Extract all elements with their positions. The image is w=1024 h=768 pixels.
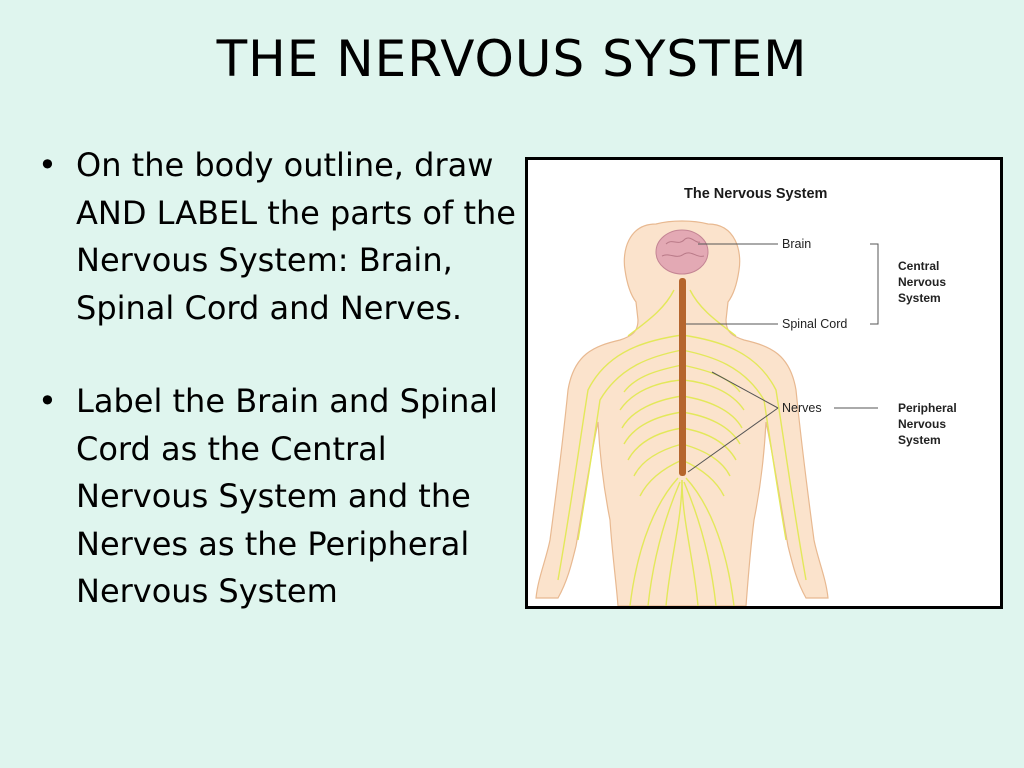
nervous-system-figure: The Nervous System [525,157,1003,609]
nerve-line [689,289,737,337]
nerve-line [623,364,683,393]
brain [655,229,709,275]
nerve-line [623,411,683,445]
central-nervous-system-label-line-3: System [898,291,941,305]
slide-title: THE NERVOUS SYSTEM [216,30,808,88]
nerves-leader-line [687,407,779,473]
nerve-line [681,411,741,445]
nervous-system-diagram: The Nervous System [535,186,957,606]
nerve-line [647,481,681,606]
peripheral-nervous-system-label-line-2: Nervous [898,417,946,431]
nerve-line [681,427,737,461]
bullet-text: On the body outline, draw AND LABEL the … [76,146,516,327]
nerve-line [681,334,807,581]
nerve-line [683,481,717,606]
brain-label: Brain [782,237,811,251]
nerves-label: Nerves [782,401,822,415]
nerve-line [681,479,699,606]
nerve-line [633,443,683,477]
central-nervous-system-label-line-1: Central [898,259,939,273]
bullet-item: • Label the Brain and Spinal Cord as the… [36,378,526,616]
bullet-list: • On the body outline, draw AND LABEL th… [36,142,526,616]
nerve-line [681,443,731,477]
nerve-line [639,459,683,497]
central-nervous-system-label-line-2: Nervous [898,275,946,289]
nerve-line [619,379,683,411]
bullet-text: Label the Brain and Spinal Cord as the C… [76,382,498,610]
nerve-line [557,334,683,581]
bullet-item: • On the body outline, draw AND LABEL th… [36,142,526,332]
peripheral-nervous-system-label-line-3: System [898,433,941,447]
leader-lines [686,243,879,473]
spinal-cord [679,278,686,476]
figure-title: The Nervous System [684,186,827,202]
nerve-line [627,427,683,461]
nerves-leader-line [711,371,779,409]
nerve-line [577,349,683,541]
bullet-marker: • [38,382,57,420]
nerve-line [627,289,675,337]
nerve-line [685,477,735,606]
nerve-line [681,459,725,497]
peripheral-nervous-system-label-line-1: Peripheral [898,401,957,415]
nerve-line [629,477,679,606]
nerve-line [621,395,683,429]
nerve-line [665,479,683,606]
nerve-line [681,379,745,411]
spinal-cord-label: Spinal Cord [782,317,847,331]
nerve-line [681,395,743,429]
bullet-marker: • [38,146,57,184]
central-bracket [870,243,879,325]
brain-folds [661,237,705,257]
